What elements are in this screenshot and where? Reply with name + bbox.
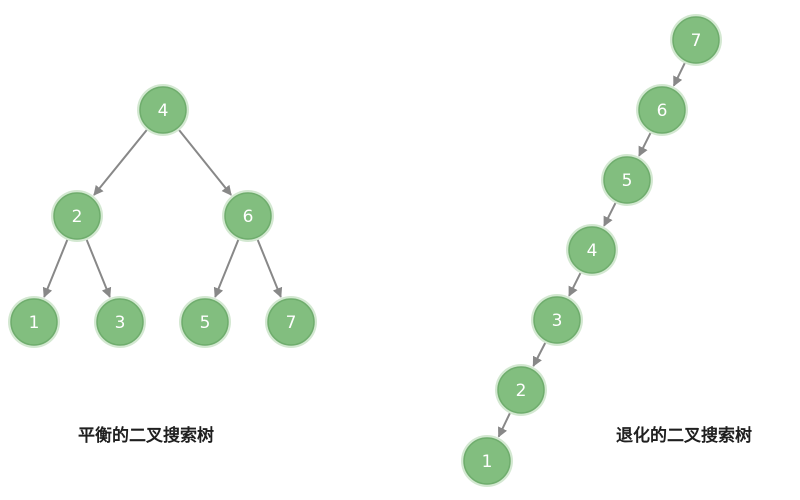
balanced-node-circle (224, 192, 272, 240)
balanced-node-label: 4 (158, 101, 169, 121)
degenerate-edge-d5-d4 (603, 201, 617, 227)
degenerate-node-circle (672, 16, 720, 64)
degenerate-edge-d3-d2 (532, 341, 547, 367)
balanced-node-circle (96, 298, 144, 346)
degenerate-node-label: 2 (516, 381, 527, 401)
degenerate-node-label: 5 (622, 171, 633, 191)
balanced-node-circle (181, 298, 229, 346)
balanced-node-2: 2 (51, 190, 103, 242)
degenerate-node-label: 7 (691, 31, 702, 51)
balanced-node-circle (267, 298, 315, 346)
balanced-node-1: 1 (8, 296, 60, 348)
balanced-node-6: 6 (222, 190, 274, 242)
degenerate-edge-d2-d1 (497, 412, 512, 438)
balanced-node-circle (139, 86, 187, 134)
balanced-edge-b2-b3 (85, 238, 112, 298)
degenerate-tree-caption: 退化的二叉搜索树 (616, 426, 752, 446)
balanced-node-5: 5 (179, 296, 231, 348)
balanced-node-7: 7 (265, 296, 317, 348)
degenerate-node-4: 4 (566, 224, 618, 276)
balanced-node-label: 1 (29, 313, 40, 333)
degenerate-node-2: 2 (495, 364, 547, 416)
balanced-node-label: 6 (243, 207, 254, 227)
degenerate-node-label: 3 (552, 311, 563, 331)
balanced-tree-caption: 平衡的二叉搜索树 (78, 426, 214, 446)
balanced-node-label: 2 (72, 207, 83, 227)
degenerate-node-label: 1 (482, 452, 493, 472)
balanced-node-4: 4 (137, 84, 189, 136)
degenerate-node-circle (638, 86, 686, 134)
balanced-edge-b4-b6 (177, 128, 232, 196)
balanced-edge-b6-b5 (213, 238, 240, 298)
degenerate-node-circle (568, 226, 616, 274)
degenerate-node-circle (497, 366, 545, 414)
degenerate-node-circle (533, 296, 581, 344)
degenerate-node-3: 3 (531, 294, 583, 346)
degenerate-edge-d6-d5 (638, 131, 652, 157)
degenerate-node-label: 6 (657, 101, 668, 121)
balanced-node-label: 3 (115, 313, 126, 333)
degenerate-node-circle (603, 156, 651, 204)
degenerate-node-7: 7 (670, 14, 722, 66)
degenerate-node-1: 1 (461, 435, 513, 487)
degenerate-node-label: 4 (587, 241, 598, 261)
balanced-edge-b2-b1 (42, 238, 69, 298)
balanced-edge-b4-b2 (93, 128, 149, 196)
degenerate-edge-d7-d6 (672, 62, 686, 87)
balanced-node-circle (53, 192, 101, 240)
degenerate-node-5: 5 (601, 154, 653, 206)
degenerate-edge-d4-d3 (568, 271, 582, 297)
balanced-node-circle (10, 298, 58, 346)
degenerate-node-6: 6 (636, 84, 688, 136)
balanced-node-label: 7 (286, 313, 297, 333)
balanced-node-3: 3 (94, 296, 146, 348)
balanced-edge-b6-b7 (256, 238, 283, 298)
degenerate-node-circle (463, 437, 511, 485)
balanced-node-label: 5 (200, 313, 211, 333)
